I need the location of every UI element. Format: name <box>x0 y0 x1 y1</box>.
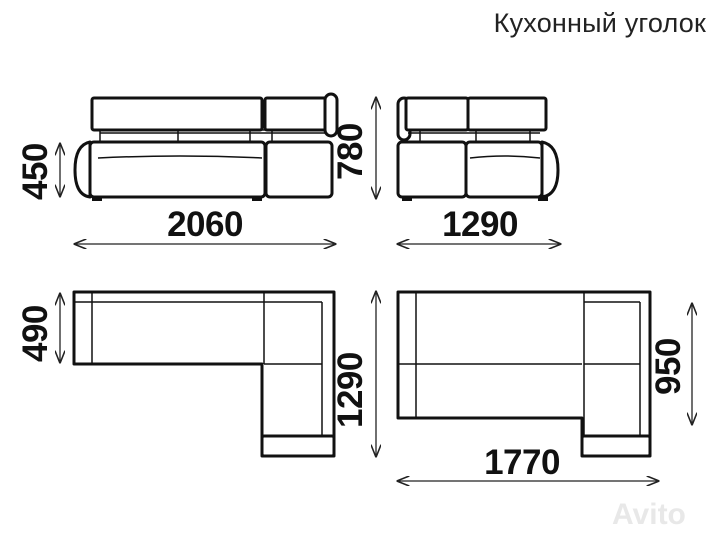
front-seat <box>88 140 267 199</box>
plan-left-end-cushion <box>260 434 336 458</box>
dim-front-width: 2060 <box>167 205 243 244</box>
front-bolster <box>73 140 92 199</box>
side-corner-box <box>396 140 468 199</box>
side-seat <box>464 140 544 199</box>
side-bolster <box>540 140 560 199</box>
plan-view-left <box>72 290 336 458</box>
watermark-logo: Avito <box>612 498 686 531</box>
side-backrest-right <box>466 96 548 132</box>
plan-right-end-cushion <box>580 434 652 458</box>
front-backrest-left <box>90 96 264 132</box>
front-view <box>73 92 339 201</box>
dim-side-width: 1290 <box>442 205 518 244</box>
dim-plan-right-width: 1770 <box>484 443 560 482</box>
drawing-title: Кухонный уголок <box>493 8 706 38</box>
plan-right-outline <box>396 290 652 458</box>
plan-view-right <box>396 290 652 458</box>
dim-side-height: 780 <box>331 123 370 180</box>
dim-front-seat-height: 450 <box>16 143 55 200</box>
front-armrest <box>323 92 339 138</box>
dim-plan-left-length: 1290 <box>331 352 370 428</box>
side-view <box>396 96 560 201</box>
front-corner-box <box>264 140 334 199</box>
front-backrest-right <box>263 96 331 132</box>
side-backrest-left <box>404 96 470 132</box>
dim-plan-left-depth: 490 <box>16 305 55 362</box>
dim-plan-right-depth: 950 <box>649 338 688 395</box>
plan-left-outline <box>72 290 336 458</box>
